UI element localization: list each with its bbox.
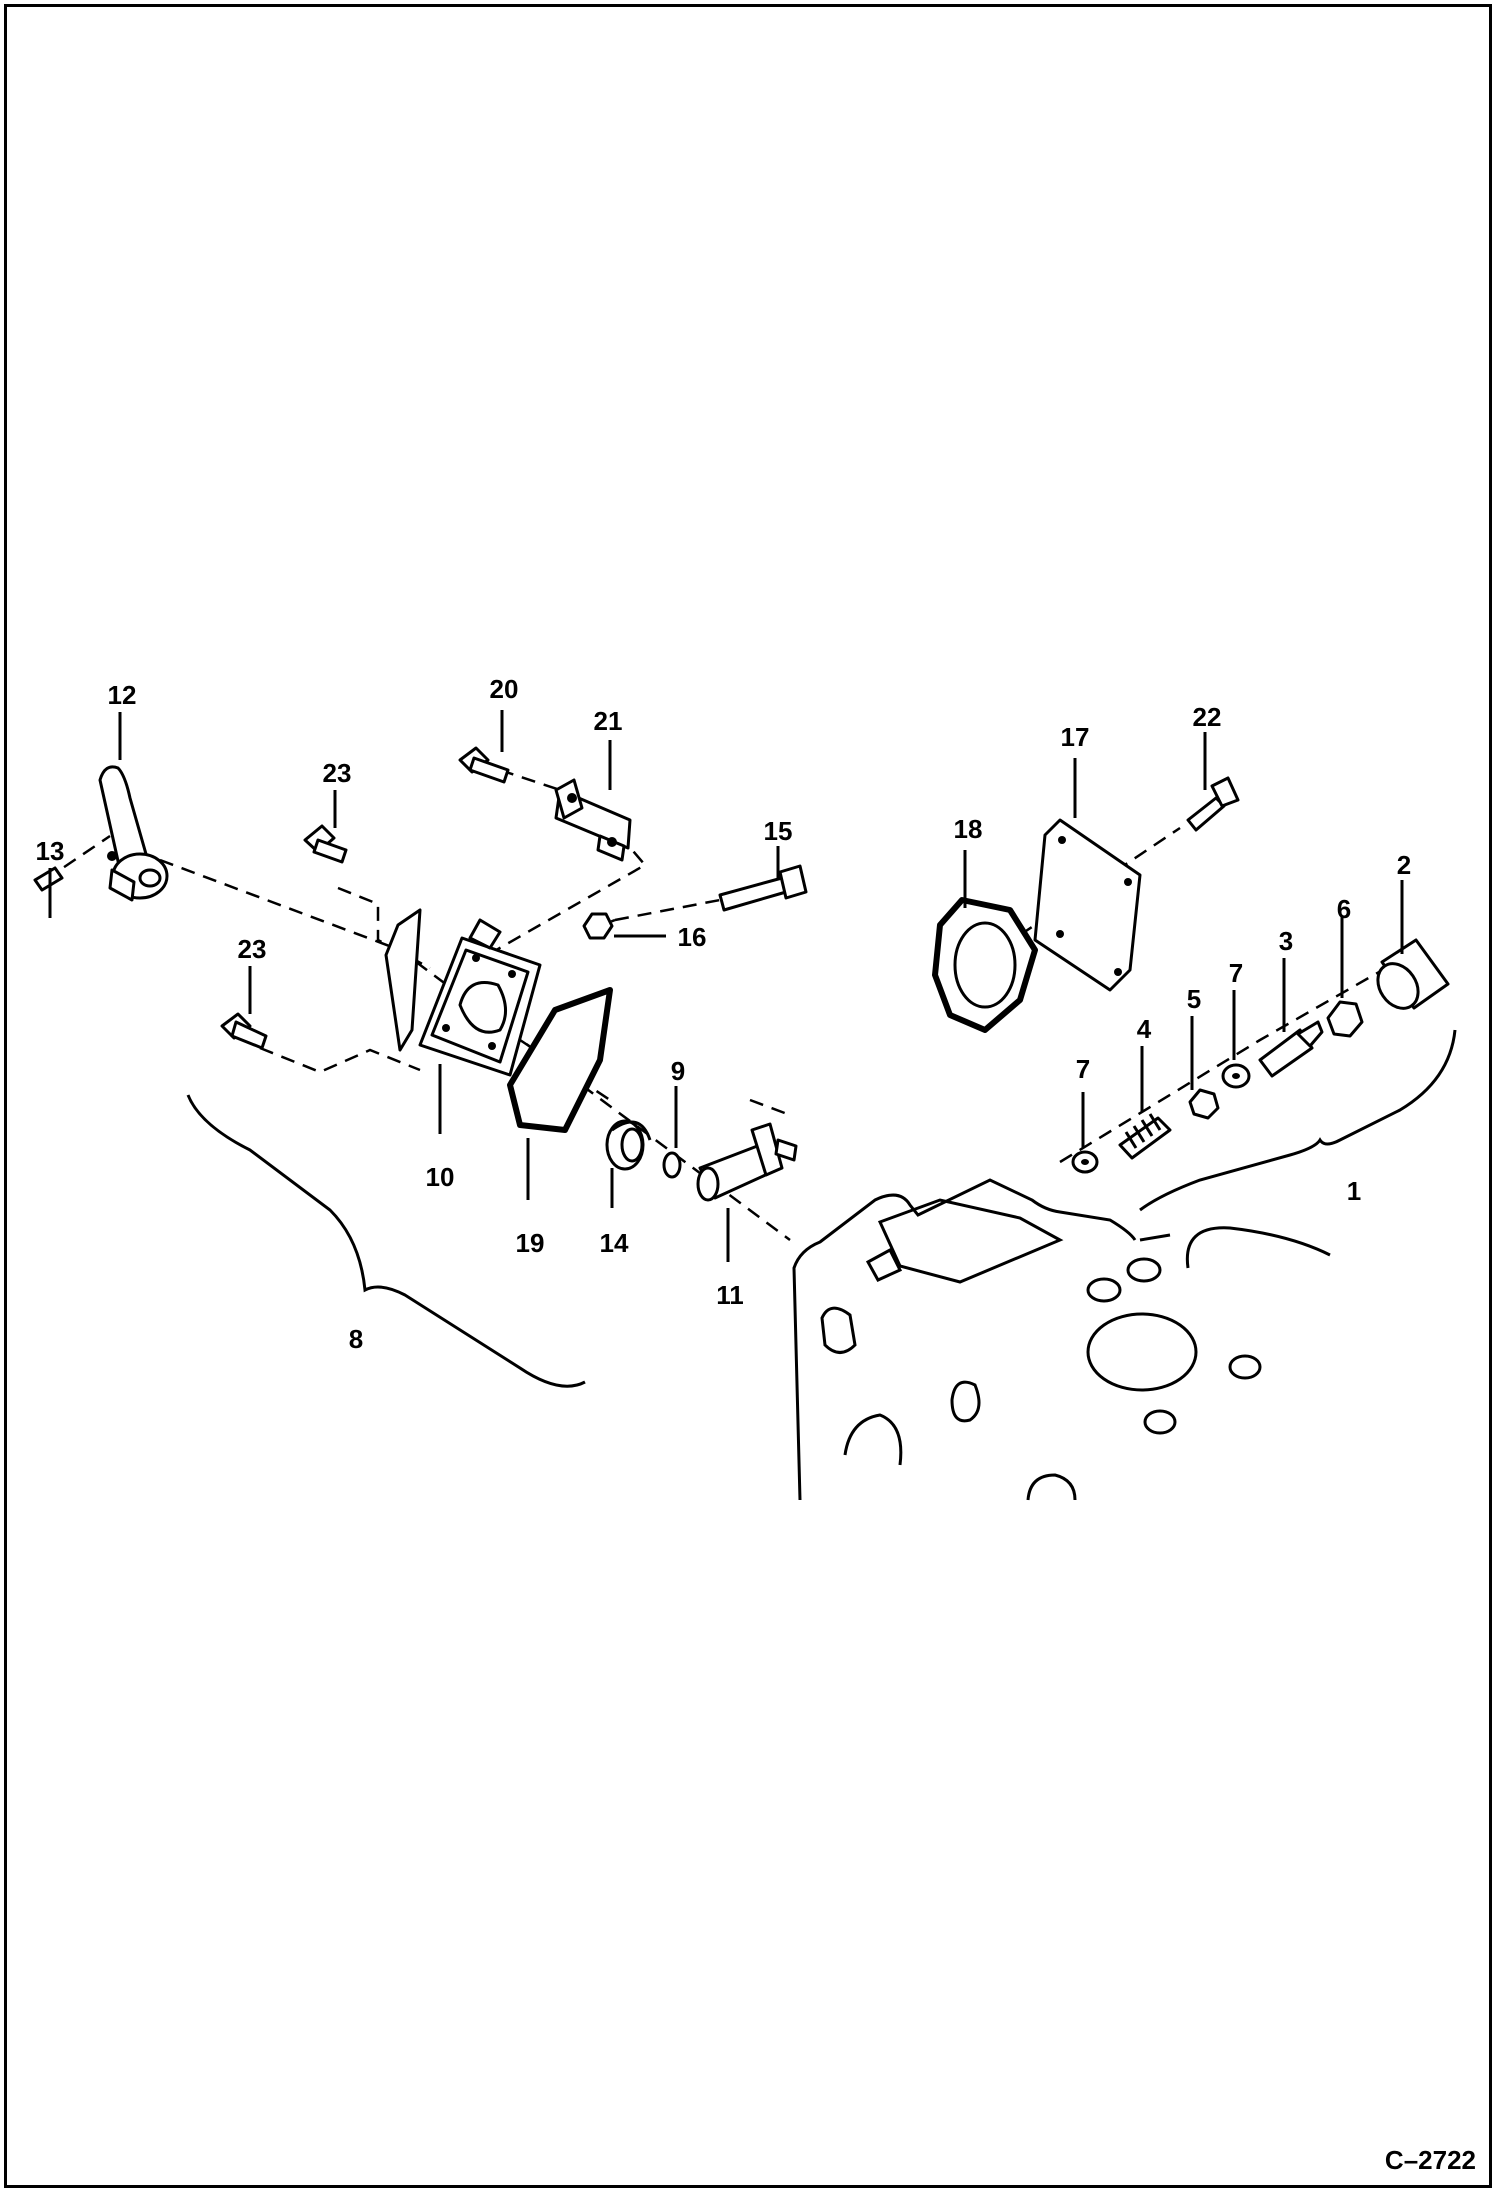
callout-21: 21 (594, 706, 623, 736)
callout-23-lower: 23 (238, 934, 267, 964)
part-3-needle (1258, 1020, 1324, 1078)
callout-6: 6 (1337, 894, 1351, 924)
part-9-oring (662, 1151, 682, 1179)
callout-23-upper: 23 (323, 758, 352, 788)
part-16-nut (582, 912, 614, 940)
part-10-housing (384, 908, 542, 1077)
callout-9: 9 (671, 1056, 685, 1086)
part-23-upper-bolt (303, 824, 348, 864)
callout-3: 3 (1279, 926, 1293, 956)
part-2-cap (1376, 938, 1450, 1010)
drawing-border (4, 4, 1492, 2188)
engine-block (792, 1178, 1331, 1501)
brace-group-8 (186, 1094, 586, 1388)
part-14-spring (605, 1119, 652, 1171)
callout-13: 13 (36, 836, 65, 866)
callout-7-lower: 7 (1076, 1054, 1090, 1084)
callout-11: 11 (716, 1280, 744, 1310)
part-20-bolt (458, 746, 510, 784)
part-19-gasket (507, 987, 613, 1133)
callout-22: 22 (1193, 702, 1222, 732)
part-23-lower-bolt (220, 1012, 268, 1050)
part-11-shaft (696, 1122, 798, 1202)
brace-group-1 (1139, 1029, 1457, 1212)
part-15-bolt (718, 864, 808, 912)
callout-5: 5 (1187, 984, 1201, 1014)
part-12-lever (98, 765, 169, 902)
part-18-gasket (932, 897, 1038, 1033)
callout-labels: 12 13 23 23 20 21 15 16 10 19 14 9 11 8 … (36, 674, 1412, 1354)
part-7-lower-washer (1071, 1150, 1099, 1174)
drawing-code: C–2722 (1384, 2145, 1476, 2175)
part-21-bracket (554, 778, 632, 862)
part-22-bolt (1186, 776, 1240, 832)
callout-14: 14 (600, 1228, 629, 1258)
leader-lines (48, 710, 1404, 1262)
callout-10: 10 (426, 1162, 455, 1192)
part-4-spring (1118, 1113, 1172, 1160)
callout-4: 4 (1137, 1014, 1152, 1044)
callout-18: 18 (954, 814, 983, 844)
callout-19: 19 (516, 1228, 545, 1258)
callout-20: 20 (490, 674, 519, 704)
callout-2: 2 (1397, 850, 1411, 880)
callout-12: 12 (108, 680, 137, 710)
part-5-nut (1188, 1088, 1220, 1120)
callout-17: 17 (1061, 722, 1090, 752)
callout-1: 1 (1347, 1176, 1361, 1206)
part-17-cover (1033, 818, 1142, 992)
part-7-upper-washer (1221, 1063, 1251, 1089)
callout-7-upper: 7 (1229, 958, 1243, 988)
callout-8: 8 (349, 1324, 363, 1354)
part-6-nut (1326, 1000, 1364, 1038)
callout-16: 16 (678, 922, 707, 952)
callout-15: 15 (764, 816, 793, 846)
